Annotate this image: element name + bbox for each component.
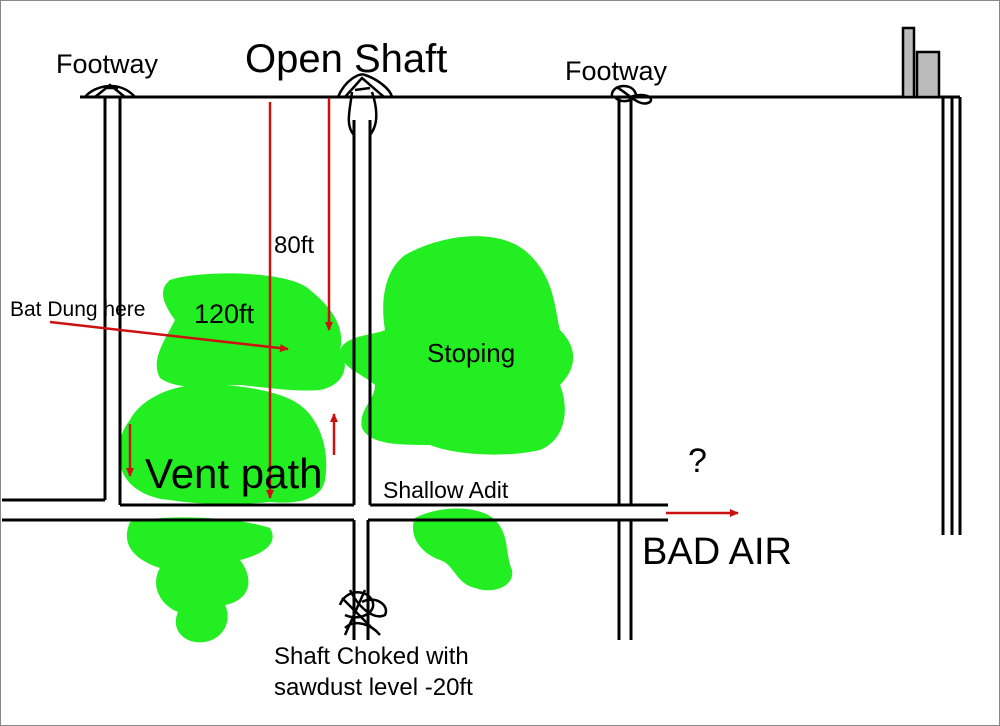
depth-80-label: 80ft [274,232,314,259]
bat-dung-label: Bat Dung here [10,298,145,321]
footway-left-label: Footway [56,49,159,79]
right-footway-headframe-icon [610,84,653,105]
depth-120-label: 120ft [194,299,255,329]
choked-label-line2: sawdust level -20ft [274,674,473,701]
stoping-areas [119,236,574,643]
open-shaft-headframe-icon [336,73,394,136]
green-area-below-left [126,517,273,643]
left-footway-headframe-icon [84,83,136,98]
choked-shaft-scribble-icon [338,589,388,636]
building-icon [901,26,941,99]
green-area-left-lower [119,384,327,505]
question-mark-label: ? [688,442,707,480]
shallow-adit-label: Shallow Adit [383,477,509,503]
green-area-below-mid [412,508,513,591]
stoping-label: Stoping [427,338,515,368]
choked-label-line1: Shaft Choked with [274,643,469,670]
bat-dung-arrow [49,320,289,353]
vent-path-label: Vent path [145,450,323,497]
open-shaft-label: Open Shaft [245,37,447,81]
bad-air-label: BAD AIR [642,531,792,573]
footway-right-label: Footway [565,56,668,86]
green-area-left-upper [156,273,345,391]
green-area-stoping [340,236,574,455]
